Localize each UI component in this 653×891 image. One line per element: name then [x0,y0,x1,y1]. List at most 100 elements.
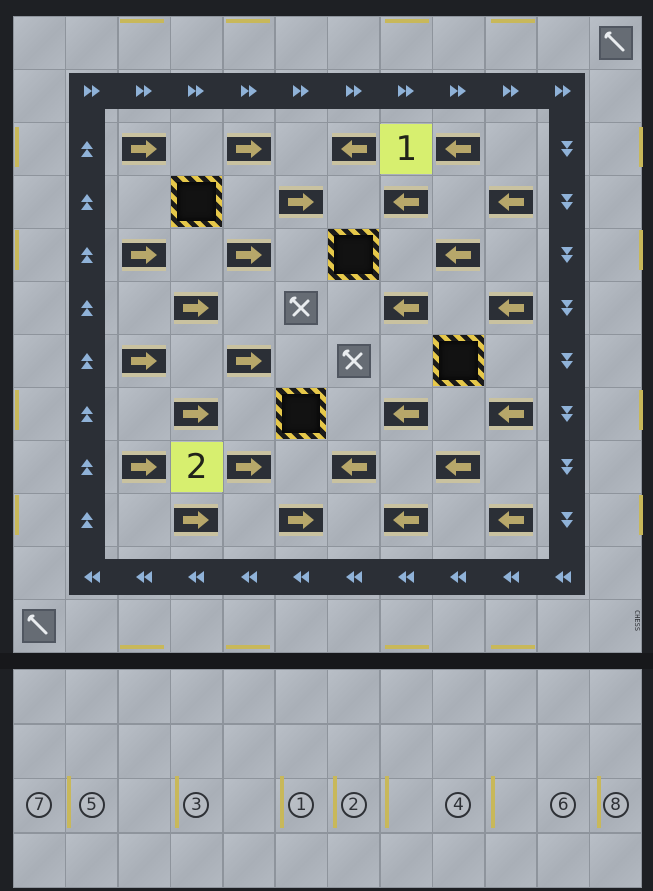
pit-hazard [328,229,378,280]
dock-tile [589,669,642,724]
dock-tile [170,669,223,724]
floor-tile [485,440,538,494]
wall-segment [639,127,643,167]
dock-tile [65,669,118,724]
express-arrow-up-icon [76,350,98,372]
dock-tile [589,724,642,779]
floor-tile [380,440,433,494]
dock-tile [118,724,171,779]
floor-tile [589,228,642,282]
conveyor-left-icon [489,398,533,430]
express-arrow-right-icon [343,80,365,102]
floor-tile [13,69,66,123]
dock-tile [327,669,380,724]
express-arrow-down-icon [556,138,578,160]
dock-tile [223,833,276,888]
floor-tile [223,493,276,547]
floor-tile [380,228,433,282]
wall-segment [333,776,337,828]
pit-hole [177,182,215,221]
express-arrow-left-icon [133,566,155,588]
floor-tile [589,387,642,441]
express-arrow-left-icon [290,566,312,588]
pit-hole [282,394,320,433]
express-arrow-up-icon [76,297,98,319]
wall-segment [597,776,601,828]
express-arrow-left-icon [447,566,469,588]
dock-tile [432,833,485,888]
wall-segment [639,495,643,535]
wall-segment [385,19,429,23]
floor-tile [118,281,171,335]
conveyor-right-icon [174,504,218,536]
start-position-2: 2 [341,792,367,818]
floor-tile [327,387,380,441]
dock-tile [275,724,328,779]
dock-tile [118,833,171,888]
conveyor-right-icon [279,504,323,536]
floor-tile [537,16,590,70]
board-code: CHESS [633,610,641,631]
dock-tile [589,833,642,888]
dock-tile [65,833,118,888]
express-arrow-up-icon [76,244,98,266]
floor-tile [223,175,276,229]
floor-tile [13,493,66,547]
express-arrow-left-icon [81,566,103,588]
express-arrow-up-icon [76,138,98,160]
pit-hazard [433,335,483,386]
dock-tile [118,669,171,724]
wall-segment [385,776,389,828]
floor-tile [537,599,590,653]
floor-tile [13,281,66,335]
express-arrow-down-icon [556,509,578,531]
express-arrow-left-icon [500,566,522,588]
conveyor-left-icon [436,451,480,483]
conveyor-right-icon [227,133,271,165]
floor-tile [13,546,66,600]
pit-hole [439,341,477,380]
conveyor-right-icon [227,239,271,271]
floor-tile [13,16,66,70]
floor-tile [170,228,223,282]
wall-segment [385,645,429,649]
dock-tile [327,833,380,888]
conveyor-left-icon [436,239,480,271]
conveyor-left-icon [384,186,428,218]
conveyor-right-icon [122,239,166,271]
conveyor-left-icon [489,504,533,536]
floor-tile [118,175,171,229]
express-arrow-down-icon [556,350,578,372]
crossed-tools-icon [284,291,318,325]
floor-tile [170,334,223,388]
wall-segment [280,776,284,828]
floor-tile [275,440,328,494]
dock-tile [223,724,276,779]
floor-tile [327,493,380,547]
floor-tile [275,599,328,653]
express-arrow-right-icon [290,80,312,102]
start-position-8: 8 [603,792,629,818]
crossed-tools-icon [337,344,371,378]
floor-tile [13,122,66,176]
wall-segment [226,19,270,23]
express-arrow-up-icon [76,191,98,213]
floor-tile [589,493,642,547]
wall-segment [15,230,19,270]
express-arrow-down-icon [556,456,578,478]
express-arrow-left-icon [343,566,365,588]
floor-tile [170,599,223,653]
conveyor-right-icon [227,345,271,377]
floor-tile [589,69,642,123]
dock-tile [432,669,485,724]
dock-tile [170,724,223,779]
floor-tile [327,175,380,229]
pit-hazard [171,176,221,227]
floor-tile [485,334,538,388]
express-arrow-right-icon [133,80,155,102]
express-arrow-left-icon [395,566,417,588]
floor-tile [432,599,485,653]
conveyor-right-icon [122,133,166,165]
floor-tile [223,387,276,441]
floor-tile [589,440,642,494]
